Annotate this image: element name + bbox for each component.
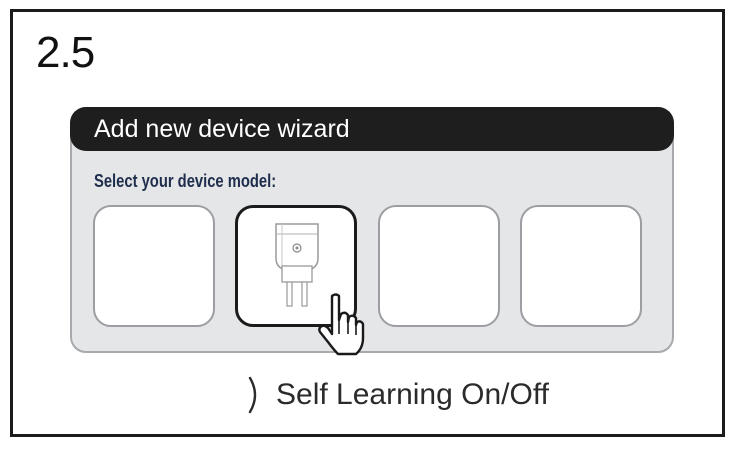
smart-plug-icon [275,223,319,307]
self-learning-label: Self Learning On/Off [276,378,549,411]
device-tile-4[interactable] [520,205,642,327]
self-learning-link[interactable]: Self Learning On/Off [246,375,549,415]
wizard-header: Add new device wizard [70,107,674,151]
wizard-subtitle: Select your device model: [94,171,277,191]
device-tile-2[interactable] [235,205,357,327]
device-tile-1[interactable] [93,205,215,327]
step-number: 2.5 [36,28,95,77]
device-tile-3[interactable] [378,205,500,327]
hand-cursor-icon [318,293,365,356]
wizard-title: Add new device wizard [94,115,350,143]
chevron-right-icon [248,376,257,414]
